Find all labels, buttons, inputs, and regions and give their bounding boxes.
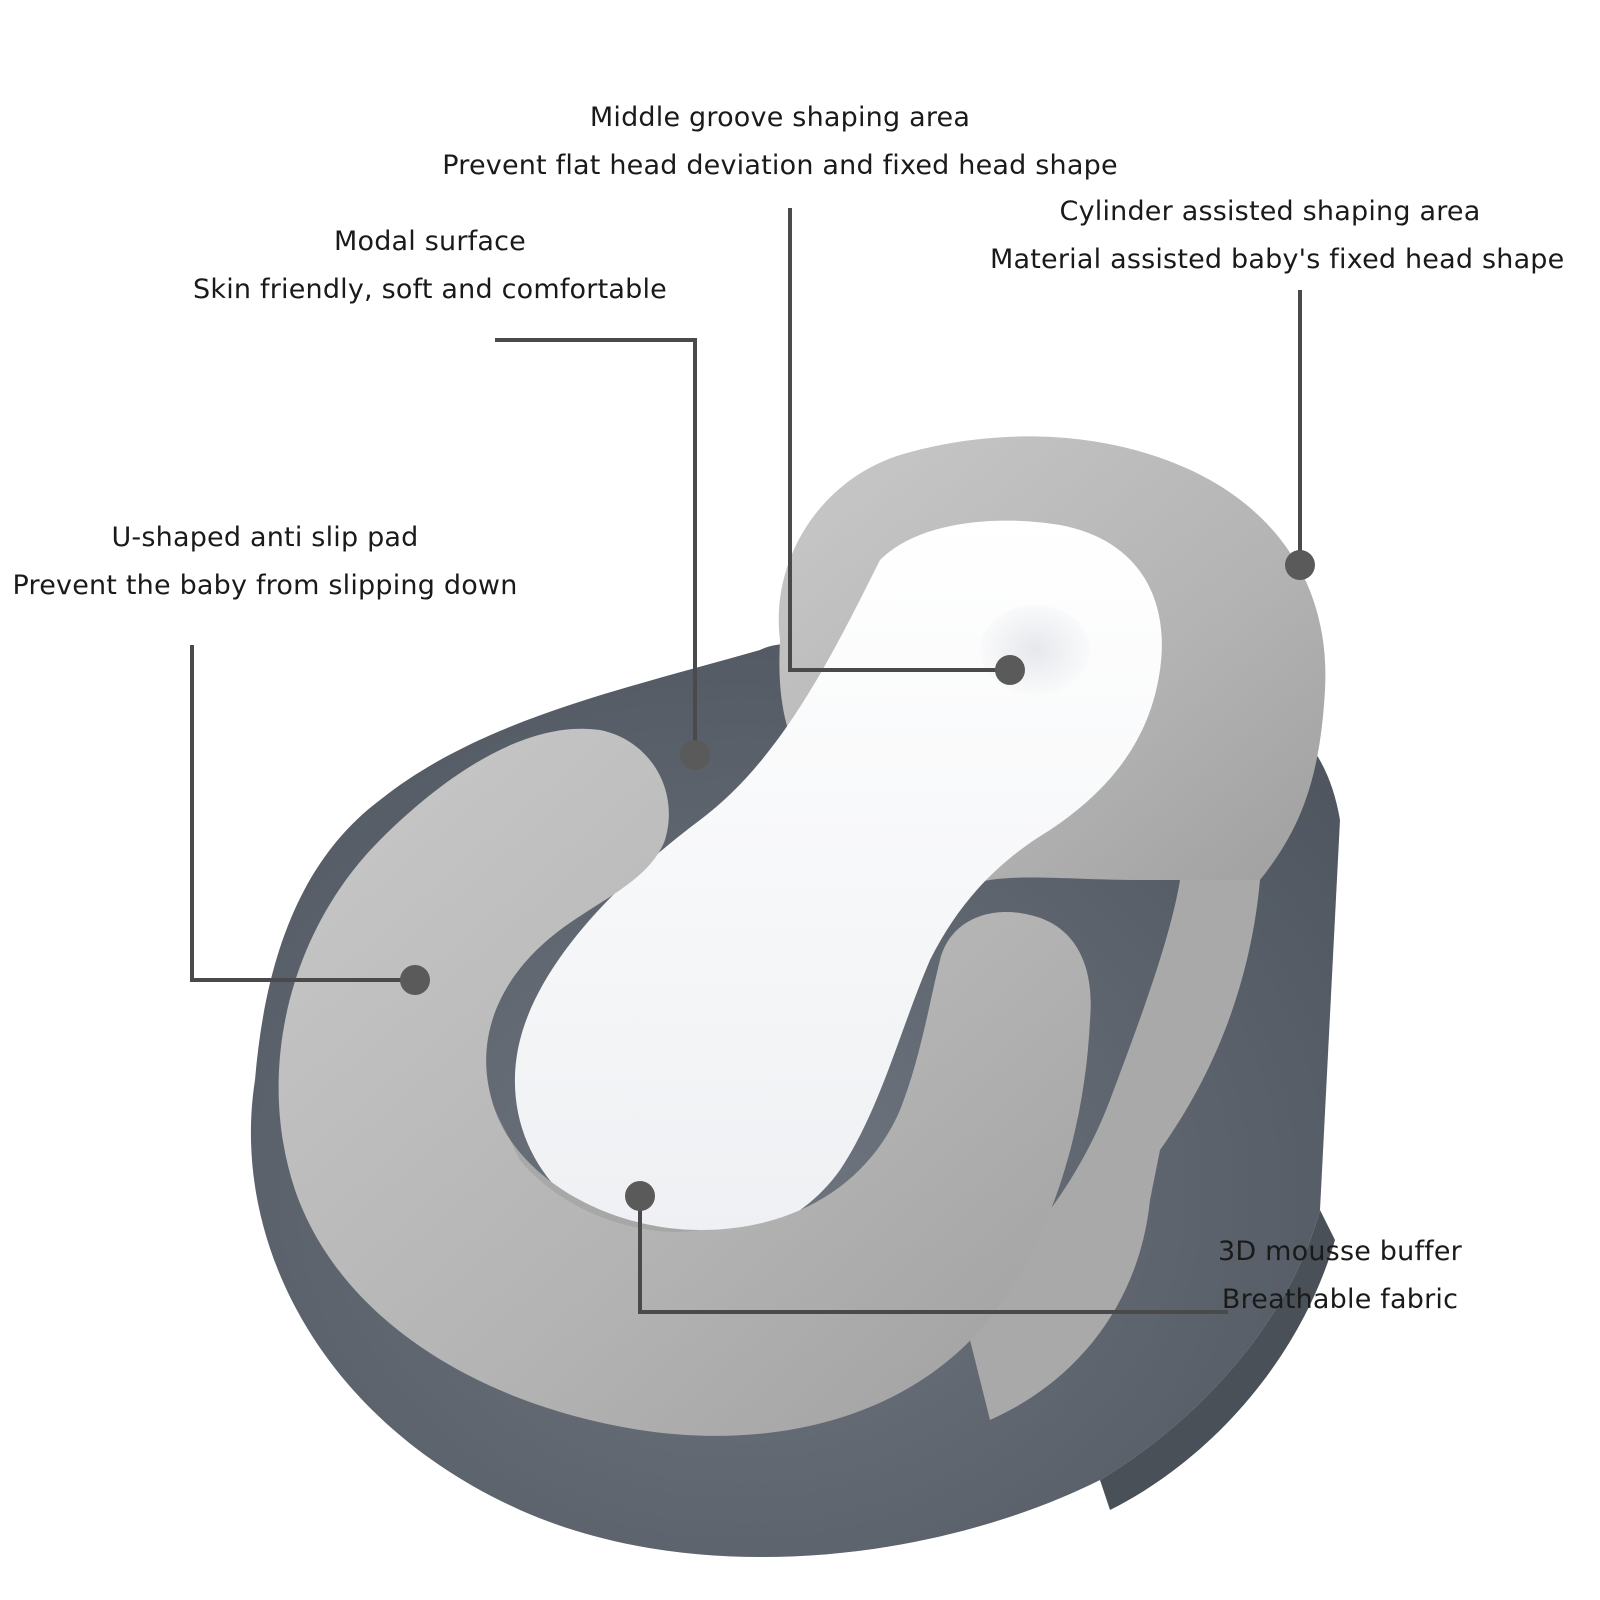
base-side-edge — [1100, 1210, 1335, 1510]
callout-mousse-subtitle: Breathable fabric — [1221, 1284, 1459, 1315]
callout-middle-groove: Middle groove shaping area Prevent flat … — [420, 94, 1140, 190]
callout-middle-groove-title: Middle groove shaping area — [589, 102, 971, 133]
right-side-wall — [960, 880, 1260, 1420]
leader-line-modal-surface — [495, 338, 697, 755]
marker-dot-modal-surface — [680, 740, 710, 770]
callout-modal-title: Modal surface — [334, 226, 526, 257]
marker-dot-u-shaped-pad — [400, 965, 430, 995]
callout-u-shaped-title: U-shaped anti slip pad — [111, 522, 419, 553]
mesh-inner-bed — [514, 520, 1162, 1244]
leader-line-mousse-buffer — [638, 1196, 1228, 1314]
leader-lines — [190, 208, 1302, 1314]
marker-dot-cylinder — [1285, 550, 1315, 580]
head-groove-hollow — [980, 605, 1090, 695]
marker-dot-mousse-buffer — [625, 1181, 655, 1211]
marker-dots — [400, 550, 1315, 1211]
callout-cylinder-subtitle: Material assisted baby's fixed head shap… — [990, 244, 1565, 275]
marker-dot-middle-groove — [995, 655, 1025, 685]
callout-modal-surface: Modal surface Skin friendly, soft and co… — [180, 218, 680, 314]
leader-line-middle-groove — [788, 208, 1010, 672]
callout-u-shaped-pad: U-shaped anti slip pad Prevent the baby … — [0, 514, 530, 610]
u-shaped-bolster — [278, 728, 1091, 1436]
callout-mousse-buffer: 3D mousse buffer Breathable fabric — [1190, 1228, 1490, 1324]
callout-modal-subtitle: Skin friendly, soft and comfortable — [193, 274, 667, 305]
callout-mousse-title: 3D mousse buffer — [1218, 1236, 1462, 1267]
callout-u-shaped-subtitle: Prevent the baby from slipping down — [12, 570, 518, 601]
leader-line-u-shaped-pad — [190, 645, 415, 982]
callout-middle-groove-subtitle: Prevent flat head deviation and fixed he… — [442, 150, 1118, 181]
u-bolster-shadow — [495, 1110, 700, 1232]
callout-cylinder-title: Cylinder assisted shaping area — [1059, 196, 1481, 227]
callout-cylinder: Cylinder assisted shaping area Material … — [990, 188, 1565, 284]
